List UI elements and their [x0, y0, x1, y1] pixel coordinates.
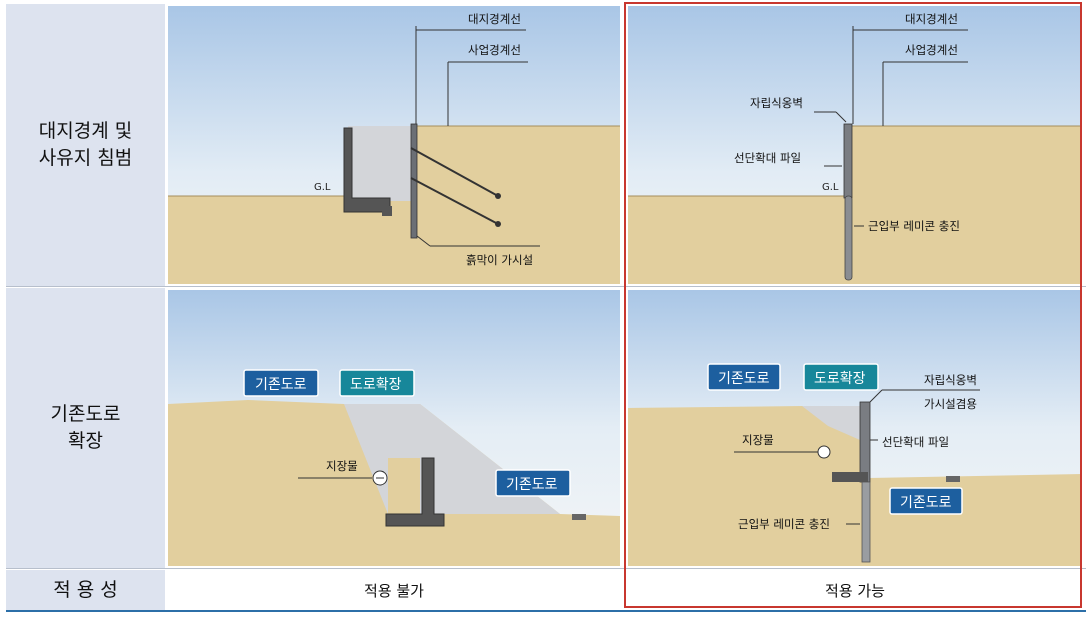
svg-text:도로확장: 도로확장	[814, 371, 866, 387]
ground-level-label: G.L	[822, 182, 839, 193]
obstacle-icon	[817, 445, 831, 459]
svg-text:기존도로: 기존도로	[718, 371, 770, 387]
row-divider	[6, 286, 1086, 287]
row-header-applicability: 적 용 성	[6, 570, 165, 610]
expanded-base-pile	[844, 195, 853, 281]
pile-cap	[832, 472, 868, 482]
svg-text:기존도로: 기존도로	[506, 477, 558, 493]
bottom-rule	[6, 610, 1086, 612]
wall-label: 자립식옹벽	[750, 96, 803, 110]
ground-anchor	[410, 147, 499, 197]
excavation-area	[802, 406, 860, 440]
wall-label: 자립식옹벽	[924, 373, 977, 387]
earth-retaining-label: 흙막이 가시설	[466, 253, 533, 267]
applicability-left: 적용 불가	[364, 581, 424, 600]
svg-text:기존도로: 기존도로	[900, 495, 952, 511]
existing-road-badge: 기존도로	[707, 363, 781, 391]
retaining-wall	[343, 127, 391, 213]
diagram-panel-road-conventional: 지장물 기존도로 도로확장 기존도로	[168, 290, 620, 566]
pile-label: 선단확대 파일	[734, 151, 801, 165]
excavation-area	[348, 126, 413, 201]
business-line-label: 사업경계선	[905, 43, 958, 57]
road-expansion-badge: 도로확장	[339, 369, 415, 397]
diagram-panel-road-pile: 지장물 자립식옹벽 가시설겸용 선단확대 파일 근입부 레미콘 충진 기존도로 …	[628, 290, 1082, 566]
obstacle-label: 지장물	[326, 459, 358, 473]
applicability-right: 적용 가능	[825, 581, 885, 600]
pile-label: 선단확대 파일	[882, 435, 949, 449]
grout-label: 근입부 레미콘 충진	[868, 219, 960, 233]
ground-anchor	[410, 177, 499, 225]
self-standing-wall	[843, 123, 853, 199]
row-divider	[6, 568, 1086, 569]
ground-level-label: G.L	[314, 182, 331, 193]
business-line-label: 사업경계선	[468, 43, 521, 57]
ground-soil	[168, 400, 620, 566]
diagram-panel-boundary-pile: 대지경계선 사업경계선 자립식옹벽 선단확대 파일 G.L 근입부 레미콘 충진	[628, 6, 1082, 284]
svg-text:도로확장: 도로확장	[350, 377, 402, 393]
grout-label: 근입부 레미콘 충진	[738, 517, 830, 531]
obstacle-label: 지장물	[742, 433, 774, 447]
existing-road-badge: 기존도로	[243, 369, 319, 397]
existing-road-badge-right: 기존도로	[495, 469, 571, 497]
ground-soil	[168, 126, 620, 284]
ground-soil	[628, 126, 1082, 284]
row-header-boundary: 대지경계 및 사유지 침범	[6, 4, 165, 286]
retaining-wall	[385, 457, 445, 527]
boundary-line-label: 대지경계선	[905, 12, 958, 26]
road-expansion-badge: 도로확장	[803, 363, 879, 391]
existing-road-badge-right: 기존도로	[889, 487, 963, 515]
diagram-panel-boundary-conventional: 대지경계선 사업경계선 G.L 흙막이 가시설	[168, 6, 620, 284]
row-header-road-expansion: 기존도로 확장	[6, 288, 165, 568]
boundary-line-label: 대지경계선	[468, 12, 521, 26]
ground-soil	[628, 406, 1082, 566]
self-standing-wall	[859, 401, 871, 483]
temporary-structure-label: 가시설겸용	[924, 397, 977, 411]
svg-text:기존도로: 기존도로	[255, 377, 307, 393]
expanded-base-pile	[861, 481, 871, 563]
